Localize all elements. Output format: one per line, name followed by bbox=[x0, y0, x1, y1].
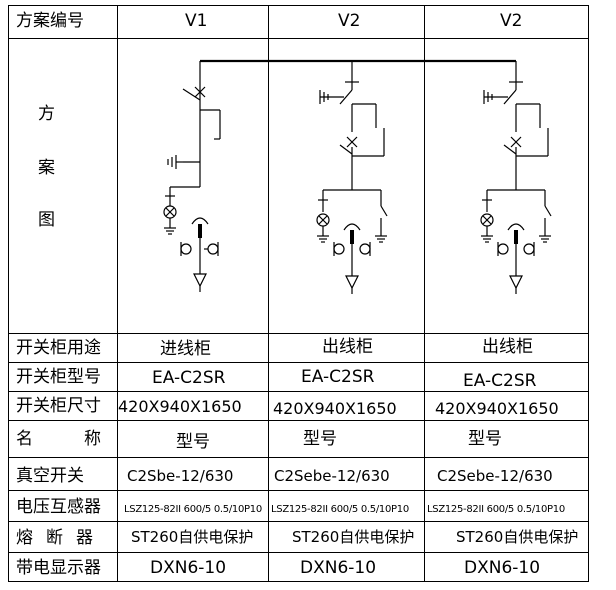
earth-switch-icon bbox=[539, 190, 552, 243]
breaker-cross-icon bbox=[510, 136, 522, 148]
row-divider bbox=[8, 391, 589, 392]
live-indicator-v1: DXN6-10 bbox=[150, 558, 227, 578]
fuse-v2-second: ST260自供电保护 bbox=[456, 528, 579, 546]
vacuum-breaker-v2-second: C2Sebe-12/630 bbox=[437, 467, 553, 485]
earth-switch-icon bbox=[319, 90, 329, 104]
current-transformer-icon bbox=[343, 223, 361, 244]
vacuum-breaker-v1: C2Sbe-12/630 bbox=[127, 467, 234, 485]
earth-switch-icon bbox=[375, 190, 388, 243]
sensor-icon bbox=[523, 242, 535, 256]
row-divider bbox=[8, 521, 589, 522]
scheme-v2-diagram bbox=[316, 61, 388, 294]
column-header-v2-second: V2 bbox=[500, 11, 523, 31]
scheme-v2-second-diagram bbox=[480, 61, 552, 294]
usage-v1: 进线柜 bbox=[160, 339, 211, 359]
col-divider bbox=[268, 5, 269, 582]
sensor-icon bbox=[359, 242, 371, 256]
voltage-indicator-icon bbox=[163, 205, 177, 219]
model-v2-second: EA-C2SR bbox=[463, 371, 537, 391]
model-v2: EA-C2SR bbox=[301, 367, 375, 387]
voltage-transformer-v2: LSZ125-82II 600/5 0.5/10P10 bbox=[271, 504, 409, 515]
row-label-model: 开关柜型号 bbox=[16, 367, 101, 387]
live-indicator-v2-second: DXN6-10 bbox=[464, 558, 541, 578]
column-header-v2: V2 bbox=[338, 11, 361, 31]
fuse-v2: ST260自供电保护 bbox=[292, 528, 415, 546]
row-divider bbox=[8, 38, 589, 39]
row-label-fuse-char: 断 bbox=[46, 528, 63, 548]
sensor-icon bbox=[333, 242, 345, 256]
diagram-label-char: 方 bbox=[38, 104, 55, 124]
scheme-number-label: 方案编号 bbox=[16, 11, 84, 31]
voltage-indicator-icon bbox=[480, 213, 494, 227]
voltage-transformer-v1: LSZ125-82II 600/5 0.5/10P10 bbox=[124, 504, 262, 515]
row-label-dimensions: 开关柜尺寸 bbox=[16, 396, 101, 416]
row-divider bbox=[8, 362, 589, 363]
row-label-vacuum-breaker: 真空开关 bbox=[16, 466, 84, 486]
row-divider bbox=[8, 490, 589, 491]
row-divider bbox=[8, 420, 589, 421]
col-divider bbox=[424, 5, 425, 582]
row-label-name-char: 名 bbox=[16, 429, 33, 449]
sensor-icon bbox=[497, 242, 509, 256]
current-transformer-icon bbox=[507, 223, 525, 244]
usage-v2-second: 出线柜 bbox=[482, 337, 533, 357]
type-header-v2-second: 型号 bbox=[468, 429, 502, 449]
dimensions-v2: 420X940X1650 bbox=[273, 399, 397, 418]
cable-end-icon bbox=[509, 275, 523, 294]
diagram-label-char: 案 bbox=[38, 158, 55, 178]
row-label-name-char: 称 bbox=[84, 429, 101, 449]
voltage-indicator-icon bbox=[316, 213, 330, 227]
type-header-v2: 型号 bbox=[303, 429, 337, 449]
scheme-v1-diagram bbox=[163, 61, 221, 292]
row-label-usage: 开关柜用途 bbox=[16, 338, 101, 358]
cable-end-icon bbox=[345, 275, 359, 294]
diagram-label-char: 图 bbox=[38, 210, 55, 230]
model-v1: EA-C2SR bbox=[152, 368, 226, 388]
scheme-table bbox=[8, 5, 589, 582]
row-label-fuse-char: 器 bbox=[76, 528, 93, 548]
fuse-v1: ST260自供电保护 bbox=[131, 528, 254, 546]
breaker-cross-icon bbox=[346, 136, 358, 148]
row-divider bbox=[8, 457, 589, 458]
row-divider bbox=[8, 552, 589, 553]
usage-v2: 出线柜 bbox=[322, 337, 373, 357]
live-indicator-v2: DXN6-10 bbox=[300, 558, 377, 578]
row-label-live-indicator: 带电显示器 bbox=[16, 558, 101, 578]
current-transformer-icon bbox=[191, 217, 209, 238]
row-divider bbox=[8, 333, 589, 334]
row-label-fuse-char: 熔 bbox=[16, 528, 33, 548]
row-label-voltage-transformer: 电压互感器 bbox=[16, 497, 101, 517]
dimensions-v1: 420X940X1650 bbox=[118, 397, 242, 416]
column-header-v1: V1 bbox=[185, 11, 208, 31]
type-header-v1: 型号 bbox=[176, 432, 210, 452]
cable-end-icon bbox=[193, 273, 207, 292]
sensor-icon bbox=[204, 242, 219, 256]
vacuum-breaker-v2: C2Sebe-12/630 bbox=[274, 467, 390, 485]
col-divider bbox=[117, 5, 118, 582]
earth-switch-icon bbox=[483, 90, 493, 104]
voltage-transformer-v2-second: LSZ125-82II 600/5 0.5/10P10 bbox=[427, 504, 565, 515]
earth-switch-icon bbox=[167, 155, 183, 169]
sensor-icon bbox=[180, 242, 192, 256]
dimensions-v2-second: 420X940X1650 bbox=[435, 399, 559, 418]
